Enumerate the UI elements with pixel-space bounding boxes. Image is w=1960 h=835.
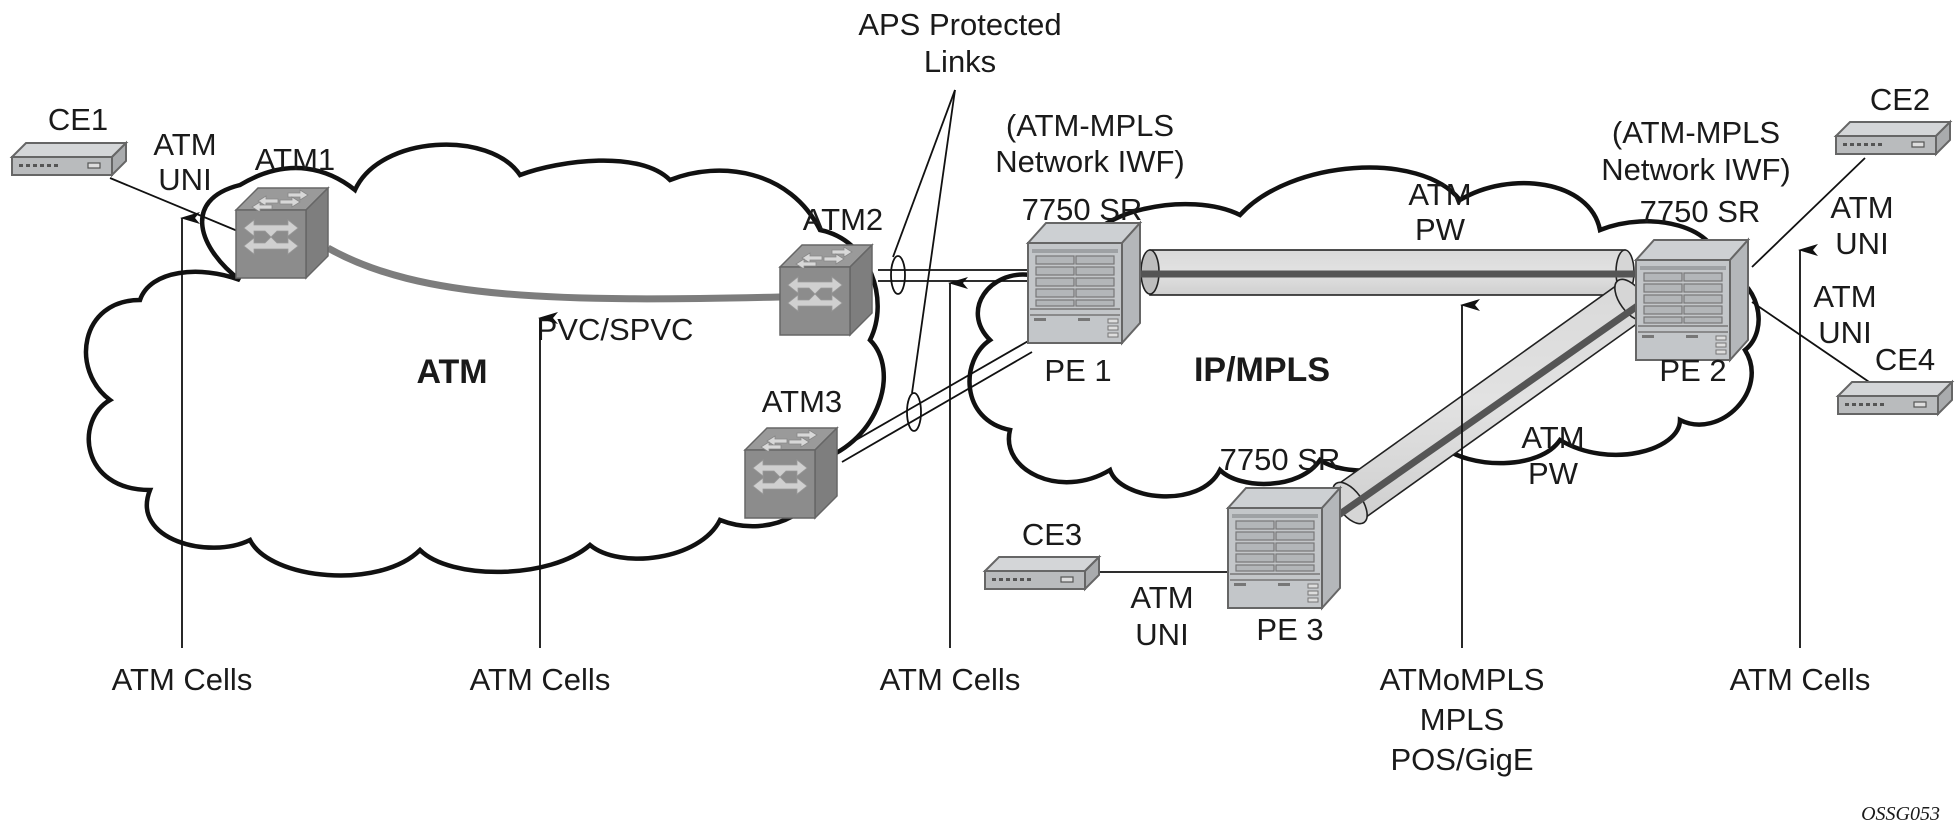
ce3-uni-label-line1: ATM — [1130, 580, 1193, 615]
ce4-uni-label-line1: ATM — [1813, 279, 1876, 314]
ip-mpls-cloud-label: IP/MPLS — [1194, 351, 1330, 389]
encap-label-4-line2: MPLS — [1420, 702, 1504, 737]
link-atm3-pe1-b — [841, 351, 1033, 463]
atm1-label: ATM1 — [255, 142, 335, 177]
aps-marker-2 — [906, 392, 922, 432]
link-ce1-atm1 — [109, 177, 241, 233]
aps-label-line2: Links — [924, 44, 996, 79]
ce2-uni-label-line2: UNI — [1835, 226, 1888, 261]
pw-bottom-label-line1: ATM — [1521, 420, 1584, 455]
ce1-uni-label-line2: UNI — [158, 162, 211, 197]
pe1-role-line2: Network IWF) — [995, 144, 1184, 179]
ce2-uni-label-line1: ATM — [1830, 190, 1893, 225]
pe2-router[interactable] — [1635, 239, 1749, 361]
encap-label-1: ATM Cells — [112, 662, 253, 697]
ce4-device[interactable] — [1837, 381, 1953, 415]
encap-label-5: ATM Cells — [1730, 662, 1871, 697]
link-pe2-ce4 — [1751, 301, 1876, 387]
atm1-switch[interactable] — [235, 187, 329, 279]
pe1-role-line1: (ATM-MPLS — [1006, 108, 1174, 143]
pw-top-label-line1: ATM — [1408, 177, 1471, 212]
atm2-switch[interactable] — [779, 244, 873, 336]
aps-label-line1: APS Protected — [858, 7, 1061, 42]
ce1-label: CE1 — [48, 102, 108, 137]
encap-label-4-line3: POS/GigE — [1391, 742, 1534, 777]
pw-top-label-line2: PW — [1415, 212, 1466, 247]
aps-callout-2 — [911, 89, 956, 394]
pe3-model: 7750 SR — [1220, 442, 1341, 477]
link-pe2-ce2 — [1751, 157, 1866, 268]
pe3-label: PE 3 — [1256, 612, 1323, 647]
atm3-label: ATM3 — [762, 384, 842, 419]
ce1-uni-label-line1: ATM — [153, 127, 216, 162]
link-atm3-pe1-a — [841, 339, 1031, 449]
pe2-role-line2: Network IWF) — [1601, 152, 1790, 187]
atm3-switch[interactable] — [744, 427, 838, 519]
pe1-label: PE 1 — [1044, 353, 1111, 388]
figure-id: OSSG053 — [1861, 803, 1940, 825]
atm2-label: ATM2 — [803, 202, 883, 237]
encap-label-3: ATM Cells — [880, 662, 1021, 697]
pe3-router[interactable] — [1227, 487, 1341, 609]
ce2-device[interactable] — [1835, 121, 1951, 155]
encap-label-4-line1: ATMoMPLS — [1380, 662, 1545, 697]
ce1-device[interactable] — [11, 142, 127, 176]
ce4-uni-label-line2: UNI — [1818, 315, 1871, 350]
pe2-label: PE 2 — [1659, 353, 1726, 388]
aps-callout-1 — [892, 89, 956, 258]
pw-tunnel-pe1-pe2 — [1106, 249, 1654, 296]
pe1-model: 7750 SR — [1022, 192, 1143, 227]
pe2-role-line1: (ATM-MPLS — [1612, 115, 1780, 150]
ce3-uni-label-line2: UNI — [1135, 617, 1188, 652]
ce3-label: CE3 — [1022, 517, 1082, 552]
pe2-model: 7750 SR — [1640, 194, 1761, 229]
pe1-router[interactable] — [1027, 222, 1141, 344]
pvc-label: PVC/SPVC — [537, 312, 694, 347]
ce4-label: CE4 — [1875, 342, 1935, 377]
atm-cloud-label: ATM — [416, 353, 487, 391]
pvc-link — [326, 244, 781, 303]
pw-bottom-label-line2: PW — [1528, 456, 1579, 491]
ce3-device[interactable] — [984, 556, 1100, 590]
aps-marker-1 — [890, 255, 906, 295]
ce2-label: CE2 — [1870, 82, 1930, 117]
encap-label-2: ATM Cells — [470, 662, 611, 697]
